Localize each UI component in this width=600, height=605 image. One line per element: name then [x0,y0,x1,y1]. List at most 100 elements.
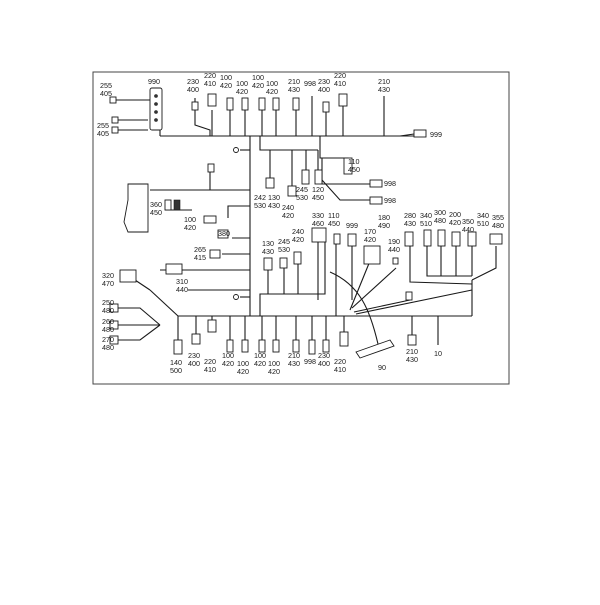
label: 420 [252,81,264,90]
label: 170 [364,227,376,236]
connectors [109,87,503,359]
label: 220 [334,357,346,366]
label: 210 [288,351,300,360]
label: 440 [388,245,400,254]
label: 270 [102,335,114,344]
label: 240 [282,203,294,212]
label: 998 [304,357,316,366]
connector-999-top [413,129,427,138]
label: 490 [378,221,390,230]
label: 450 [312,193,324,202]
label: 210 [378,77,390,86]
label: 420 [254,359,266,368]
label: 200 [449,210,461,219]
label: 230 [318,351,330,360]
label: 480 [492,221,504,230]
label: 480 [434,216,446,225]
labels: 990 255 405 255 405 230 400 220 410 100 … [97,71,504,376]
label: 999 [346,221,358,230]
label: 230 [188,351,200,360]
label: 990 [148,77,160,86]
label: 100 [236,79,248,88]
label: 420 [364,235,376,244]
label: 255 [100,81,112,90]
label: 410 [204,79,216,88]
label: 420 [222,359,234,368]
label: 280 [404,211,416,220]
label: 410 [334,365,346,374]
label: 230 [318,77,330,86]
label: 999 [430,130,442,139]
label: 430 [268,201,280,210]
label: 250 [102,298,114,307]
label: 110 [348,157,359,166]
label: 100 [254,351,266,360]
label: 430 [262,247,274,256]
label: 405 [100,89,112,98]
label: 500 [170,366,182,375]
label: 120 [312,185,324,194]
label: 410 [204,365,216,374]
label: 430 [288,359,300,368]
label: 420 [282,211,294,220]
label: 450 [150,208,162,217]
label: 420 [292,235,304,244]
label: 100 [266,79,278,88]
harness-wires [116,96,497,345]
wire-999-top [399,133,415,137]
label: 420 [266,87,278,96]
label: 190 [388,237,400,246]
label: 530 [278,245,290,254]
label: 998 [304,79,316,88]
label: 430 [378,85,390,94]
label: 998 [384,196,396,205]
label: 405 [97,129,109,138]
label: 210 [406,347,418,356]
bracket-left [123,183,149,233]
label: 255 [97,121,109,130]
label: 400 [188,359,200,368]
label: 450 [328,219,340,228]
label: 530 [296,193,308,202]
label: 10 [434,349,442,358]
label: 140 [170,358,182,367]
label: 220 [204,71,216,80]
label: 310 [176,277,188,286]
label: 480 [102,306,114,315]
label: 300 [434,208,446,217]
label: 100 [220,73,232,82]
label: 470 [102,279,114,288]
label: 180 [378,213,390,222]
label: 415 [194,253,206,262]
label: 440 [176,285,188,294]
label: 110 [328,211,339,220]
label: 220 [334,71,346,80]
label: 400 [318,85,330,94]
label: 210 [288,77,300,86]
label: 430 [406,355,418,364]
label: 460 [312,219,324,228]
label: 220 [204,357,216,366]
label: 400 [187,85,199,94]
label: 100 [252,73,264,82]
label: 340 [477,211,489,220]
connector-990 [149,87,163,131]
label: 400 [318,359,330,368]
label: 480 [102,325,114,334]
label: 130 [268,193,280,202]
label: 430 [404,219,416,228]
label: 90 [378,363,386,372]
label: 242 [254,193,266,202]
part-90 [355,339,395,359]
label: 420 [449,218,461,227]
label: 100 [222,351,234,360]
arrow-90 [329,271,379,345]
label: 340 [420,211,432,220]
label: 360 [150,200,162,209]
label: 245 [296,185,308,194]
label: 380 [218,229,230,238]
label: 510 [477,219,489,228]
label: 320 [102,271,114,280]
